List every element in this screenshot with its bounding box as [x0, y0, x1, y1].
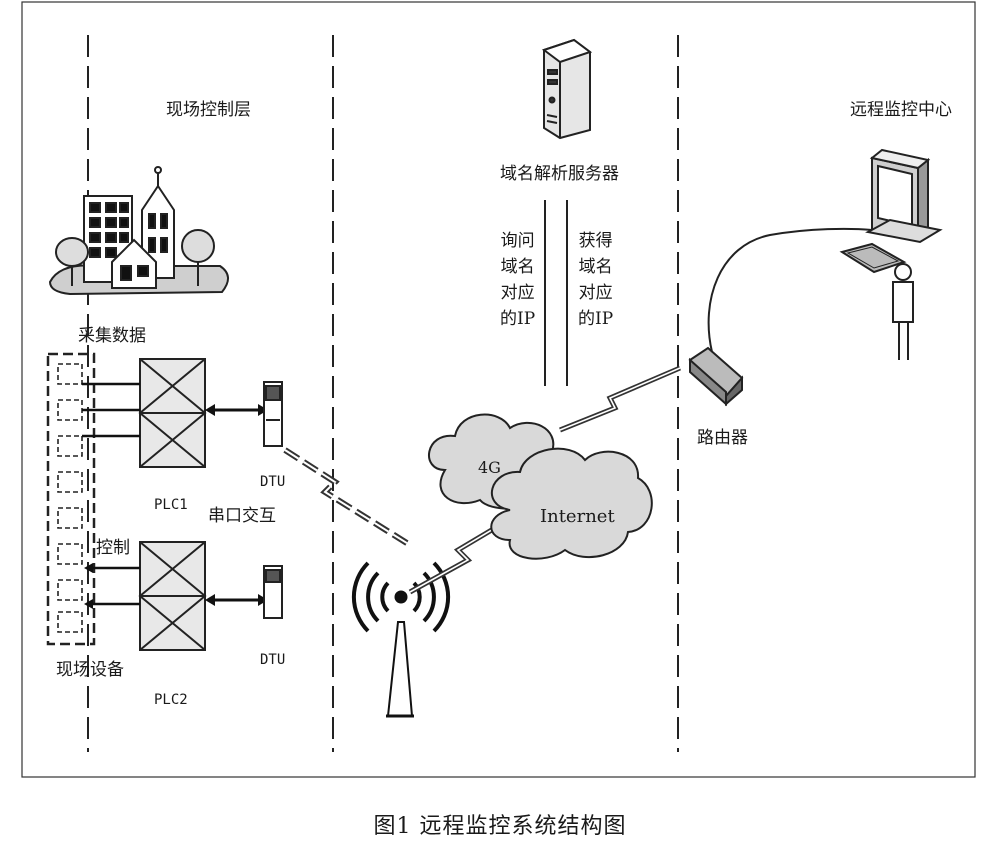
- figure-caption: 图1 远程监控系统结构图: [373, 814, 627, 839]
- field-devices-box: [46, 352, 96, 646]
- serial-link-2: [205, 594, 268, 606]
- query-label: 询问 域名 对应 的IP: [500, 231, 536, 329]
- dtu2-label: DTU: [260, 652, 286, 668]
- plc1-block: [138, 358, 207, 468]
- router-pc-cable: [707, 227, 873, 353]
- plc1-label: PLC1: [154, 497, 188, 513]
- field-devices-label: 现场设备: [56, 660, 124, 680]
- internet-label: Internet: [540, 506, 615, 527]
- cell-tower-icon: [351, 561, 451, 718]
- plc2-block: [138, 541, 207, 651]
- router-label: 路由器: [697, 428, 748, 448]
- server-icon: [541, 38, 593, 140]
- zone-label-field: 现场控制层: [166, 100, 251, 120]
- person-icon: [892, 263, 914, 360]
- computer-icon: [839, 148, 943, 274]
- buildings-icon: [48, 166, 229, 296]
- collect-data-label: 采集数据: [78, 326, 146, 346]
- obtain-label: 获得 域名 对应 的IP: [578, 231, 614, 329]
- plc2-label: PLC2: [154, 692, 188, 708]
- router-icon: [688, 346, 744, 407]
- serial-link-1: [205, 404, 268, 416]
- zone-label-remote: 远程监控中心: [850, 100, 952, 120]
- cloud-router-link: [559, 365, 681, 433]
- dns-server-label: 域名解析服务器: [500, 164, 619, 184]
- diagram-frame: [21, 1, 976, 778]
- collect-lines: [82, 382, 140, 438]
- control-label: 控制: [96, 538, 130, 558]
- control-lines: [84, 563, 140, 609]
- dtu2-device: [263, 565, 283, 619]
- field-device-slots: [57, 363, 83, 633]
- dtu-wireless-link: [283, 447, 412, 548]
- cloud-internet: [490, 447, 653, 560]
- dtu1-device: [263, 381, 283, 447]
- serial-label: 串口交互: [208, 506, 276, 526]
- dtu1-label: DTU: [260, 474, 286, 490]
- cloud-4g-label: 4G: [478, 458, 501, 477]
